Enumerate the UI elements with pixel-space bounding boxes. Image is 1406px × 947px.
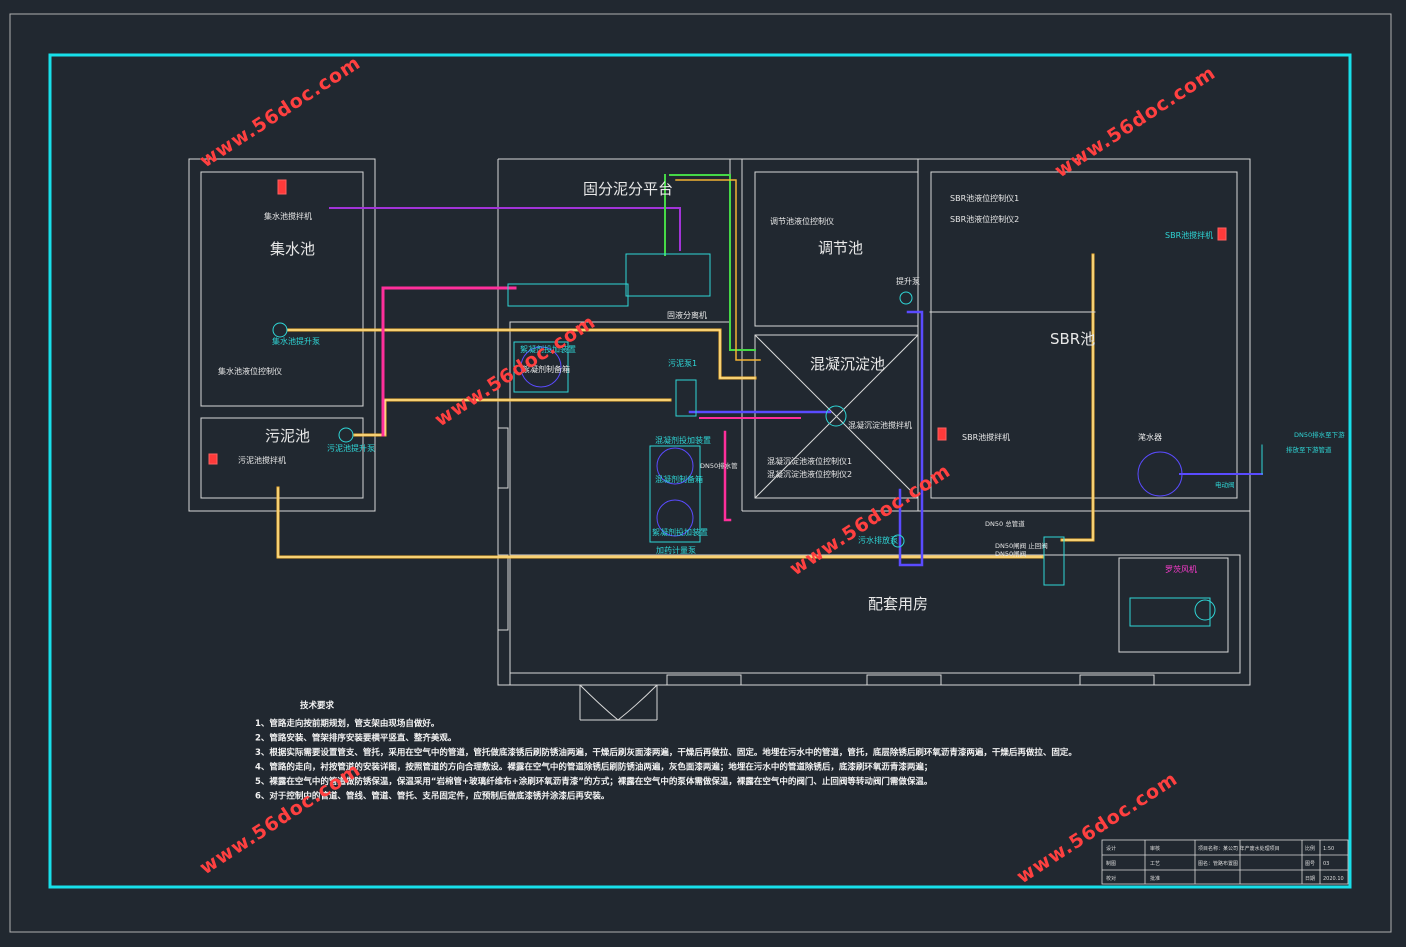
mixer-icon <box>277 179 287 195</box>
tank-icon <box>625 253 711 297</box>
separator-label: 固液分离机 <box>667 310 707 320</box>
sbr-mixer-label: SBR池搅拌机 <box>962 432 1010 442</box>
right-label-2: 排放至下游管道 <box>1286 445 1332 454</box>
pump-icon <box>272 322 288 338</box>
tb-date-label: 日期 <box>1305 876 1315 882</box>
tb-approve: 批准 <box>1150 875 1160 882</box>
agitator-icon <box>520 346 562 388</box>
note-item: 4、管路的走向，衬按管道的安装详图，按照管道的方向合理敷设。裸露在空气中的管道除… <box>255 762 932 773</box>
note-item: 5、裸露在空气中的管道做防锈保温，保温采用“岩棉管+玻璃纤维布+涂刷环氧沥青漆”… <box>255 776 932 787</box>
right-label-1: DN50排水至下游 <box>1294 430 1345 439</box>
coag-tank-label: 混凝沉淀池 <box>810 355 885 373</box>
mixer-icon <box>208 453 218 465</box>
agitator-icon <box>656 447 694 485</box>
coll-pump-label: 集水池提升泵 <box>272 336 320 346</box>
tb-process: 工艺 <box>1150 861 1160 867</box>
tb-no-label: 图号 <box>1305 861 1315 867</box>
valve-assembly-icon <box>1043 536 1065 586</box>
sludge-pump1-label: 污泥泵1 <box>668 358 697 368</box>
sheet-border <box>9 13 1392 933</box>
bottom-pipe-label: DN50 总管道 <box>985 519 1025 528</box>
valve-note-1: DN50闸阀 止回阀 <box>995 541 1048 550</box>
pump-icon <box>338 427 354 443</box>
right-valve-label: 电动阀 <box>1215 480 1235 489</box>
reg-level-label: 调节池液位控制仪 <box>770 216 834 226</box>
pac-box-label: 混凝剂制备箱 <box>655 474 703 484</box>
coag-mixer-label: 混凝沉淀池搅拌机 <box>848 420 912 430</box>
coll-mixer-label: 集水池搅拌机 <box>264 211 312 221</box>
tb-drawn: 制图 <box>1106 860 1116 867</box>
pac-tank-icon <box>649 445 701 543</box>
pac-top-label: 混凝剂投加装置 <box>655 435 711 445</box>
equipment-symbols <box>208 179 1227 627</box>
dosing-mix-label: 絮凝剂制备箱 <box>522 364 570 374</box>
left-tank-block <box>188 158 376 512</box>
tb-design: 设计 <box>1106 845 1116 852</box>
agitator-icon <box>656 499 694 537</box>
tb-scale: 1:50 <box>1323 846 1334 852</box>
sludge-pump-label: 污泥池提升泵 <box>327 443 375 453</box>
valve-note-2: DN50闸阀 <box>995 549 1026 558</box>
lift-pump-label: 提升泵 <box>896 276 920 286</box>
blower-icon <box>1129 597 1211 627</box>
sbr-level1-label: SBR池液位控制仪1 <box>950 193 1019 203</box>
separator-icon <box>507 283 629 307</box>
sbr-tank-label: SBR池 <box>1050 330 1095 348</box>
blower-motor-icon <box>1194 599 1216 621</box>
sbr-mixer-top-label: SBR池搅拌机 <box>1165 230 1213 240</box>
decanter-label: 滗水器 <box>1138 432 1162 442</box>
tb-scale-label: 比例 <box>1305 845 1315 852</box>
tb-check: 校对 <box>1106 875 1116 882</box>
coag-level2-label: 混凝沉淀池液位控制仪2 <box>767 469 852 479</box>
pump-icon <box>891 534 905 548</box>
watermark: www.56doc.com <box>196 52 365 172</box>
decanter-icon <box>1137 451 1183 497</box>
watermark: www.56doc.com <box>1051 62 1220 182</box>
main-building <box>497 158 1251 721</box>
dosing-tank-icon <box>513 341 569 393</box>
sbr-level2-label: SBR池液位控制仪2 <box>950 214 1019 224</box>
sludge-pump-icon <box>675 379 697 417</box>
coag-mixer-icon <box>825 405 847 427</box>
sewage-pump-label: 污水排放泵 <box>858 535 898 545</box>
tb-review: 审核 <box>1150 845 1160 852</box>
pipe-note: DN50排水管 <box>700 461 738 470</box>
notes-list: 1、管路走向按前期规划，管支架由现场自做好。 2、管路安装、管架排序安装要横平竖直… <box>255 718 1077 802</box>
blower-label: 罗茨风机 <box>1165 564 1197 574</box>
coag-level1-label: 混凝沉淀池液位控制仪1 <box>767 456 852 466</box>
regulating-tank-label: 调节池 <box>818 239 863 257</box>
tb-project: 项目名称：某公司 年产废水处理项目 <box>1198 845 1280 852</box>
sludge-mixer-label: 污泥池搅拌机 <box>238 455 286 465</box>
pipe-network <box>276 174 1263 567</box>
pump-icon <box>899 291 913 305</box>
note-item: 3、根据实际需要设置管支、管托，采用在空气中的管道，管托做底漆锈后刷防锈油两遍，… <box>255 747 1077 758</box>
tb-drawing-name: 图名：管路布置图 <box>1198 860 1238 867</box>
drawing-frame <box>48 53 1352 889</box>
tb-no: 03 <box>1323 861 1329 867</box>
sludge-tank-label: 污泥池 <box>265 427 310 445</box>
collection-tank-label: 集水池 <box>270 240 315 258</box>
coll-level-label: 集水池液位控制仪 <box>218 366 282 376</box>
note-item: 1、管路走向按前期规划，管支架由现场自做好。 <box>255 718 439 729</box>
note-item: 6、对于控制中的管道、管线、管道、管托、支吊固定件，应预制后做底漆锈并涂漆后再安… <box>255 791 609 802</box>
pac-bottom-label: 絮凝剂投加装置 <box>652 527 708 537</box>
tb-date: 2020.10 <box>1323 876 1344 882</box>
notes-title: 技术要求 <box>300 700 335 711</box>
platform-label: 固分泥分平台 <box>583 180 673 198</box>
mixer-icon <box>1217 227 1227 241</box>
equipment-room-label: 配套用房 <box>868 595 928 613</box>
title-block <box>1101 839 1349 885</box>
dosing-box-label: 絮凝剂投加装置 <box>520 344 576 354</box>
pac-pump-label: 加药计量泵 <box>656 545 696 555</box>
note-item: 2、管路安装、管架排序安装要横平竖直、整齐美观。 <box>255 733 456 744</box>
mixer-icon <box>937 427 947 441</box>
